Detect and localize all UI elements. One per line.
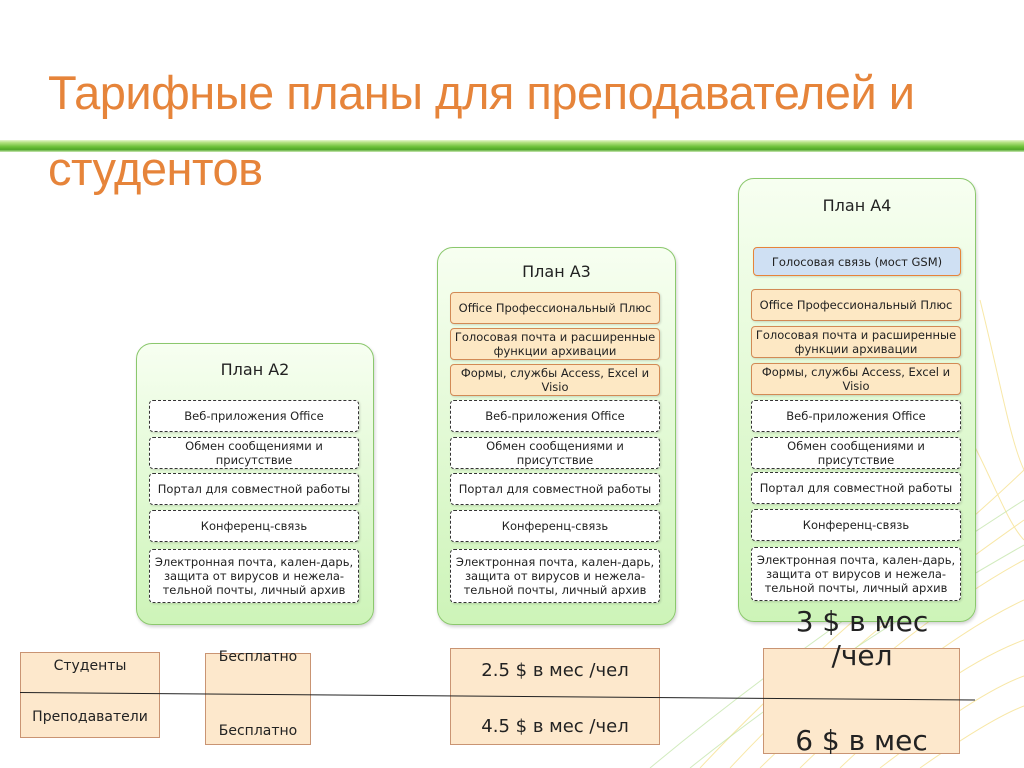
price-a2-fill [205, 653, 311, 745]
feature-label: Office Профессиональный Плюс [759, 298, 953, 312]
plan-a2-card: План А2 Веб-приложения Office Обмен сооб… [136, 343, 374, 625]
price-a3-students: 2.5 $ в мес /чел [481, 659, 629, 681]
plan-a4-feature-voice-gsm: Голосовая связь (мост GSM) [753, 247, 961, 276]
plan-a3-card: План А3 Office Профессиональный Плюс Гол… [437, 247, 676, 625]
feature-label: Веб-приложения Office [786, 409, 926, 423]
feature-label: Электронная почта, кален-дарь, защита от… [455, 555, 655, 597]
price-a4-box: 3 $ в мес /чел 6 $ в мес [763, 605, 960, 757]
plan-a2-feature-conference: Конференц-связь [149, 510, 359, 542]
feature-label: Голосовая почта и расширенные функции ар… [755, 328, 957, 356]
feature-label: Портал для совместной работы [759, 481, 953, 495]
plan-a3-feature-conference: Конференц-связь [450, 510, 660, 542]
plan-a3-feature-office-pro: Office Профессиональный Плюс [450, 292, 660, 324]
label-teachers: Преподаватели [32, 709, 148, 725]
feature-label: Голосовая почта и расширенные функции ар… [454, 330, 656, 358]
feature-label: Обмен сообщениями и присутствие [185, 439, 323, 467]
price-label-box: Студенты Преподаватели [20, 652, 160, 738]
price-a2-teachers: Бесплатно [218, 723, 298, 739]
plan-a4-feature-web-apps: Веб-приложения Office [751, 400, 961, 432]
feature-label: Электронная почта, кален-дарь, защита от… [154, 555, 354, 597]
feature-label: Обмен сообщениями и присутствие [787, 439, 925, 467]
feature-label: Портал для совместной работы [157, 482, 351, 496]
plan-a4-feature-portal: Портал для совместной работы [751, 472, 961, 504]
plan-a2-feature-messaging: Обмен сообщениями и присутствие [149, 437, 359, 469]
plan-a2-feature-web-apps: Веб-приложения Office [149, 400, 359, 432]
slide-title: Тарифные планы для преподавателей и студ… [48, 66, 915, 195]
title-divider-bar [0, 140, 1024, 152]
plan-a4-card: План А4 Голосовая связь (мост GSM) Offic… [738, 178, 976, 622]
feature-label: Office Профессиональный Плюс [458, 301, 652, 315]
price-a4-students: 3 $ в мес /чел [795, 605, 929, 672]
plan-a2-title: План А2 [220, 360, 290, 379]
plan-a4-feature-email: Электронная почта, кален-дарь, защита от… [751, 547, 961, 601]
plan-a3-feature-messaging: Обмен сообщениями и присутствие [450, 437, 660, 469]
feature-label: Обмен сообщениями и присутствие [486, 439, 624, 467]
plan-a4-title: План А4 [822, 196, 892, 215]
plan-a4-feature-voicemail: Голосовая почта и расширенные функции ар… [751, 326, 961, 358]
price-a2-box: Бесплатно Бесплатно [205, 649, 311, 745]
plan-a3-feature-voicemail: Голосовая почта и расширенные функции ар… [450, 328, 660, 360]
plan-a4-feature-conference: Конференц-связь [751, 509, 961, 541]
feature-label: Голосовая связь (мост GSM) [771, 254, 943, 269]
feature-label: Конференц-связь [802, 518, 910, 532]
plan-a4-feature-forms: Формы, службы Access, Excel и Visio [751, 363, 961, 395]
plan-a3-feature-forms: Формы, службы Access, Excel и Visio [450, 364, 660, 396]
price-a2-students: Бесплатно [218, 649, 298, 665]
plan-a2-feature-portal: Портал для совместной работы [149, 473, 359, 505]
plan-a4-feature-office-pro: Office Профессиональный Плюс [751, 289, 961, 321]
feature-label: Веб-приложения Office [485, 409, 625, 423]
plan-a4-feature-messaging: Обмен сообщениями и присутствие [751, 437, 961, 469]
price-a3-teachers: 4.5 $ в мес /чел [481, 715, 629, 737]
feature-label: Формы, службы Access, Excel и Visio [761, 365, 951, 393]
feature-label: Конференц-связь [501, 519, 609, 533]
plan-a3-feature-web-apps: Веб-приложения Office [450, 400, 660, 432]
plan-a3-feature-email: Электронная почта, кален-дарь, защита от… [450, 549, 660, 603]
price-a4-teachers: 6 $ в мес [795, 724, 928, 757]
feature-label: Электронная почта, кален-дарь, защита от… [756, 553, 956, 595]
plan-a2-feature-email: Электронная почта, кален-дарь, защита от… [149, 549, 359, 603]
feature-label: Формы, службы Access, Excel и Visio [460, 366, 650, 394]
plan-a3-title: План А3 [522, 262, 591, 281]
price-a4-fill [763, 648, 960, 754]
feature-label: Портал для совместной работы [458, 482, 652, 496]
feature-label: Конференц-связь [200, 519, 308, 533]
feature-label: Веб-приложения Office [184, 409, 324, 423]
label-students: Студенты [53, 658, 127, 674]
plan-a3-feature-portal: Портал для совместной работы [450, 473, 660, 505]
